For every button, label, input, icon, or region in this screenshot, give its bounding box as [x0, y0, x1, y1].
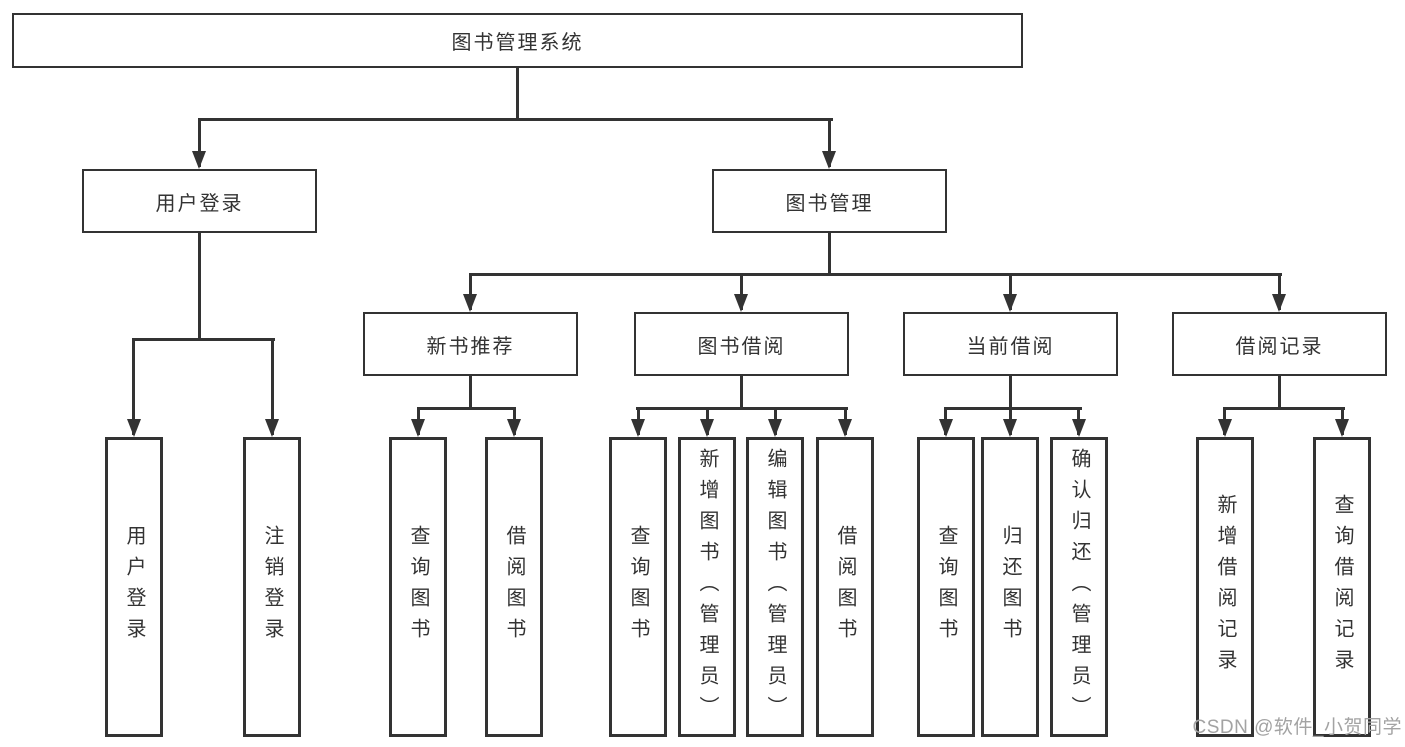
connector-line — [636, 407, 848, 410]
leaf-nbr-query-books: 查询图书 — [389, 437, 447, 737]
leaf-nbr-borrow-books-label: 借阅图书 — [503, 525, 525, 649]
arrowhead-down-icon — [1335, 419, 1349, 437]
node-borrow-records: 借阅记录 — [1172, 312, 1387, 376]
connector-line — [1278, 273, 1281, 310]
connector-line — [740, 376, 743, 407]
leaf-cb-return-books-label: 归还图书 — [999, 525, 1021, 649]
leaf-bb-query-books: 查询图书 — [609, 437, 667, 737]
arrowhead-down-icon — [768, 419, 782, 437]
arrowhead-down-icon — [631, 419, 645, 437]
leaf-br-query-record: 查询借阅记录 — [1313, 437, 1371, 737]
node-book-management-label: 图书管理 — [785, 192, 874, 215]
leaf-cb-query-books: 查询图书 — [917, 437, 975, 737]
connector-line — [198, 118, 201, 167]
connector-line — [198, 233, 201, 338]
leaf-bb-query-books-label: 查询图书 — [627, 525, 649, 649]
node-current-borrow-label: 当前借阅 — [966, 335, 1055, 358]
csdn-watermark: CSDN @软件_小贺同学 — [1192, 717, 1402, 738]
connector-line — [828, 118, 831, 167]
connector-line — [271, 338, 274, 435]
arrowhead-down-icon — [1218, 419, 1232, 437]
node-book-management: 图书管理 — [712, 169, 947, 233]
node-root: 图书管理系统 — [12, 13, 1023, 68]
arrowhead-down-icon — [700, 419, 714, 437]
node-new-book-recommend-label: 新书推荐 — [426, 335, 515, 358]
arrowhead-down-icon — [1003, 294, 1017, 312]
connector-line — [132, 338, 275, 341]
leaf-bb-edit-books-admin: 编辑图书（管理员） — [746, 437, 804, 737]
arrowhead-down-icon — [463, 294, 477, 312]
arrowhead-down-icon — [822, 151, 836, 169]
connector-line — [516, 68, 519, 118]
arrowhead-down-icon — [1272, 294, 1286, 312]
leaf-br-query-record-label: 查询借阅记录 — [1331, 494, 1353, 680]
arrowhead-down-icon — [127, 419, 141, 437]
leaf-user-login-label: 用户登录 — [123, 525, 145, 649]
leaf-nbr-borrow-books: 借阅图书 — [485, 437, 543, 737]
arrowhead-down-icon — [411, 419, 425, 437]
leaf-bb-add-books-admin: 新增图书（管理员） — [678, 437, 736, 737]
arrowhead-down-icon — [192, 151, 206, 169]
connector-line — [1223, 407, 1345, 410]
node-borrow-records-label: 借阅记录 — [1235, 335, 1324, 358]
leaf-logout-label: 注销登录 — [261, 525, 283, 649]
node-book-borrow: 图书借阅 — [634, 312, 849, 376]
leaf-user-login: 用户登录 — [105, 437, 163, 737]
leaf-bb-add-books-admin-label: 新增图书（管理员） — [696, 447, 718, 727]
connector-line — [828, 233, 831, 273]
leaf-nbr-query-books-label: 查询图书 — [407, 525, 429, 649]
node-current-borrow: 当前借阅 — [903, 312, 1118, 376]
leaf-cb-confirm-return-admin: 确认归还（管理员） — [1050, 437, 1108, 737]
node-user-login-label: 用户登录 — [155, 192, 244, 215]
connector-line — [132, 338, 135, 435]
arrowhead-down-icon — [1072, 419, 1086, 437]
connector-line — [469, 273, 472, 310]
connector-line — [417, 407, 516, 410]
arrowhead-down-icon — [838, 419, 852, 437]
arrowhead-down-icon — [265, 419, 279, 437]
connector-line — [1278, 376, 1281, 407]
leaf-bb-edit-books-admin-label: 编辑图书（管理员） — [764, 447, 786, 727]
connector-line — [944, 407, 1082, 410]
connector-line — [1009, 376, 1012, 407]
connector-line — [198, 118, 833, 121]
node-root-label: 图书管理系统 — [451, 32, 584, 54]
leaf-br-add-record: 新增借阅记录 — [1196, 437, 1254, 737]
connector-line — [469, 273, 1282, 276]
leaf-bb-borrow-books: 借阅图书 — [816, 437, 874, 737]
connector-line — [469, 376, 472, 407]
leaf-cb-query-books-label: 查询图书 — [935, 525, 957, 649]
leaf-logout: 注销登录 — [243, 437, 301, 737]
arrowhead-down-icon — [1003, 419, 1017, 437]
leaf-cb-return-books: 归还图书 — [981, 437, 1039, 737]
leaf-cb-confirm-return-admin-label: 确认归还（管理员） — [1068, 447, 1090, 727]
arrowhead-down-icon — [939, 419, 953, 437]
leaf-br-add-record-label: 新增借阅记录 — [1214, 494, 1236, 680]
node-user-login: 用户登录 — [82, 169, 317, 233]
leaf-bb-borrow-books-label: 借阅图书 — [834, 525, 856, 649]
node-book-borrow-label: 图书借阅 — [697, 335, 786, 358]
connector-line — [1009, 273, 1012, 310]
arrowhead-down-icon — [507, 419, 521, 437]
connector-line — [740, 273, 743, 310]
node-new-book-recommend: 新书推荐 — [363, 312, 578, 376]
arrowhead-down-icon — [734, 294, 748, 312]
